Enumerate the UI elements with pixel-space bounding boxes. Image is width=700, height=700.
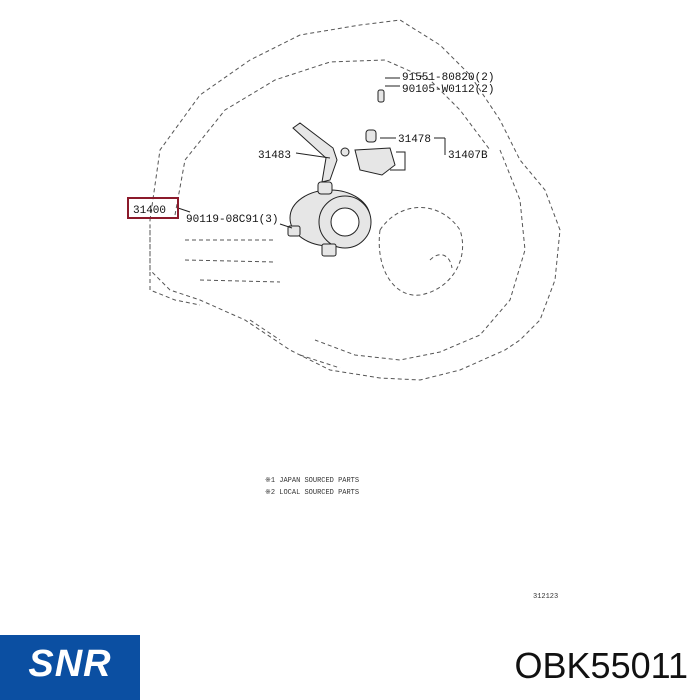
snr-logo: SNR: [0, 635, 140, 700]
note-japan-sourced: ※1 JAPAN SOURCED PARTS: [265, 477, 359, 485]
label-31478: 31478: [398, 134, 431, 146]
leader-lines: [177, 77, 446, 229]
label-31400: 31400: [133, 205, 166, 217]
release-bracket: [354, 89, 396, 176]
clutch-fork: [292, 122, 350, 183]
label-90105: 90105-W0112(2): [402, 84, 494, 96]
label-31407b: 31407B: [448, 150, 488, 162]
label-90119: 90119-08C91(3): [186, 214, 278, 226]
exploded-parts-diagram: 31400 31483 31478 31407B 91551-80820(2) …: [127, 19, 561, 601]
label-91551: 91551-80820(2): [402, 72, 494, 84]
label-31483: 31483: [258, 150, 291, 162]
highlight-box: [127, 197, 179, 219]
release-cylinder: [287, 181, 372, 257]
note-local-sourced: ※2 LOCAL SOURCED PARTS: [265, 489, 359, 497]
part-number: OBK55011: [514, 645, 688, 686]
logo-text: SNR: [28, 643, 112, 685]
reference-code: 312123: [533, 593, 558, 601]
transmission-housing-outline: [149, 19, 561, 381]
